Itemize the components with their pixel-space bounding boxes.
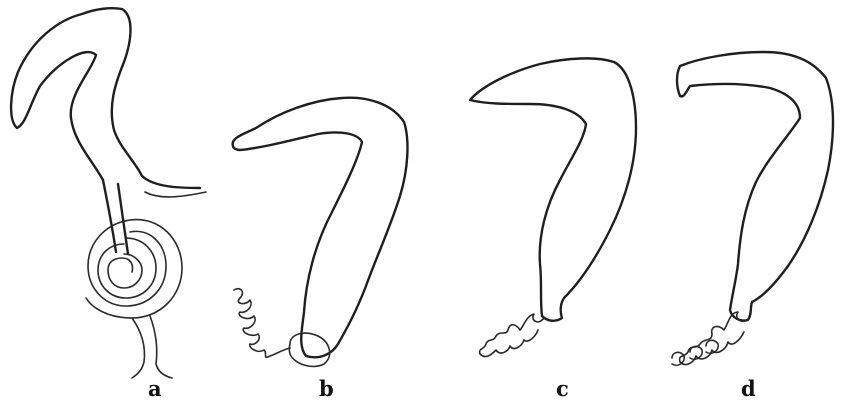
panel-b-label: b — [319, 378, 334, 399]
panel-d-body-outline — [677, 52, 833, 321]
panel-c-body-outline — [470, 58, 636, 320]
panel-c-drawing — [470, 58, 636, 356]
panel-a-stem-lower — [132, 316, 172, 378]
panel-a-body-outline — [11, 8, 200, 188]
panel-b-drawing — [233, 98, 408, 367]
panel-a-spiral-inner — [108, 254, 142, 288]
panel-d-coil — [680, 312, 748, 364]
panel-b-bulb — [289, 333, 329, 366]
panel-b-body-outline — [233, 98, 408, 358]
panel-a-label: a — [148, 378, 162, 399]
panel-a-spiral-outer — [86, 220, 182, 318]
panel-a-tail-upper — [145, 192, 206, 197]
panel-d-drawing — [672, 52, 833, 365]
panel-c-label: c — [556, 378, 569, 399]
panel-d-coil-loops — [672, 340, 718, 365]
panel-d-label: d — [741, 378, 756, 399]
panel-c-coil — [480, 314, 544, 357]
panel-a-stalk-left — [103, 180, 116, 252]
panel-b-coil — [234, 289, 290, 358]
panel-a-drawing — [11, 8, 206, 378]
